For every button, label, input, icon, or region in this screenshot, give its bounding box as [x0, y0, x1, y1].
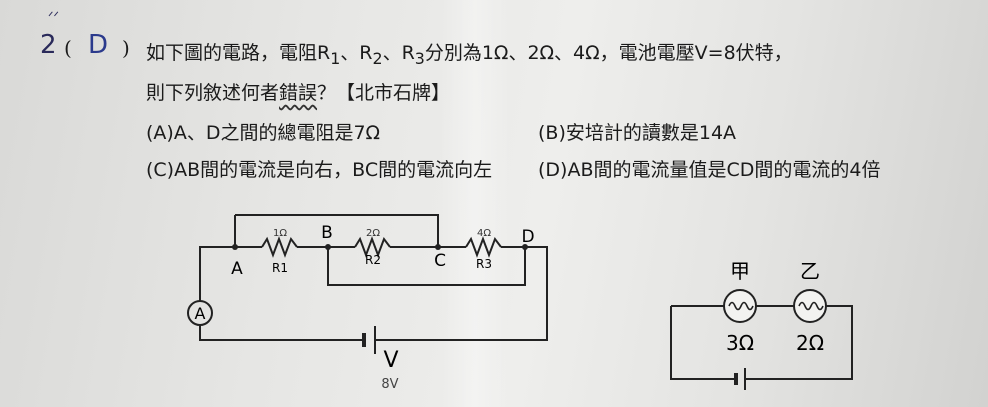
r1-handwritten-note: 1Ω	[273, 228, 287, 239]
question-stem-line2: 則下列敘述何者錯誤？【北市石牌】	[146, 82, 451, 104]
circuit1-nodes	[232, 244, 528, 250]
option-b: (B)安培計的讀數是14A	[538, 122, 737, 144]
node-b-dot	[325, 244, 331, 250]
bulb-jia-name: 甲	[730, 259, 750, 283]
bulb-jia-outline	[723, 289, 757, 323]
resistor-r1	[261, 236, 298, 258]
question-stem-line1: 如下圖的電路，電阻R1、R2、R3分別為1Ω、2Ω、4Ω，電池電壓V=8伏特，	[146, 42, 793, 68]
bulb-yi	[793, 289, 827, 323]
option-c: (C)AB間的電流是向右，BC間的電流向左	[146, 159, 493, 181]
node-a-label: A	[231, 259, 243, 279]
bulb-jia-resistance: 3Ω	[726, 331, 754, 355]
node-b-label: B	[321, 223, 333, 243]
battery-handwritten-note: 8V	[381, 377, 398, 392]
circuit1-wires	[199, 214, 548, 354]
r3-label: R3	[476, 257, 492, 271]
r1-label: R1	[272, 261, 288, 275]
r2-handwritten-note: 2Ω	[366, 228, 380, 239]
bulb-yi-resistance: 2Ω	[796, 331, 824, 355]
bulb-yi-filament-icon	[798, 301, 824, 311]
ammeter-label: A	[195, 304, 206, 323]
ammeter-symbol	[187, 300, 213, 326]
battery-label: V	[383, 348, 398, 373]
handwritten-answer: D	[88, 30, 109, 60]
circuit2-wires	[670, 305, 853, 390]
answer-open-paren: (	[64, 36, 72, 60]
resistor-r3	[465, 236, 502, 258]
node-c-dot	[435, 244, 441, 250]
bulb-yi-outline	[793, 289, 827, 323]
r3-handwritten-note: 4Ω	[477, 228, 491, 239]
node-d-dot	[522, 244, 528, 250]
node-d-label: D	[521, 227, 534, 247]
option-a: (A)A、D之間的總電阻是7Ω	[146, 122, 381, 144]
question-number: 2	[40, 30, 57, 60]
option-d: (D)AB間的電流量值是CD間的電流的4倍	[538, 159, 881, 181]
node-a-dot	[232, 244, 238, 250]
answer-close-paren: )	[122, 36, 130, 60]
node-c-label: C	[434, 251, 446, 271]
emphasis-wrong: 錯誤	[279, 82, 318, 104]
r2-label: R2	[365, 253, 381, 267]
handwritten-mark: ᐟᐟ	[48, 10, 60, 25]
bulb-yi-name: 乙	[800, 259, 820, 283]
bulb-jia-filament-icon	[728, 301, 754, 311]
bulb-jia	[723, 289, 757, 323]
resistor-r2	[354, 236, 391, 258]
